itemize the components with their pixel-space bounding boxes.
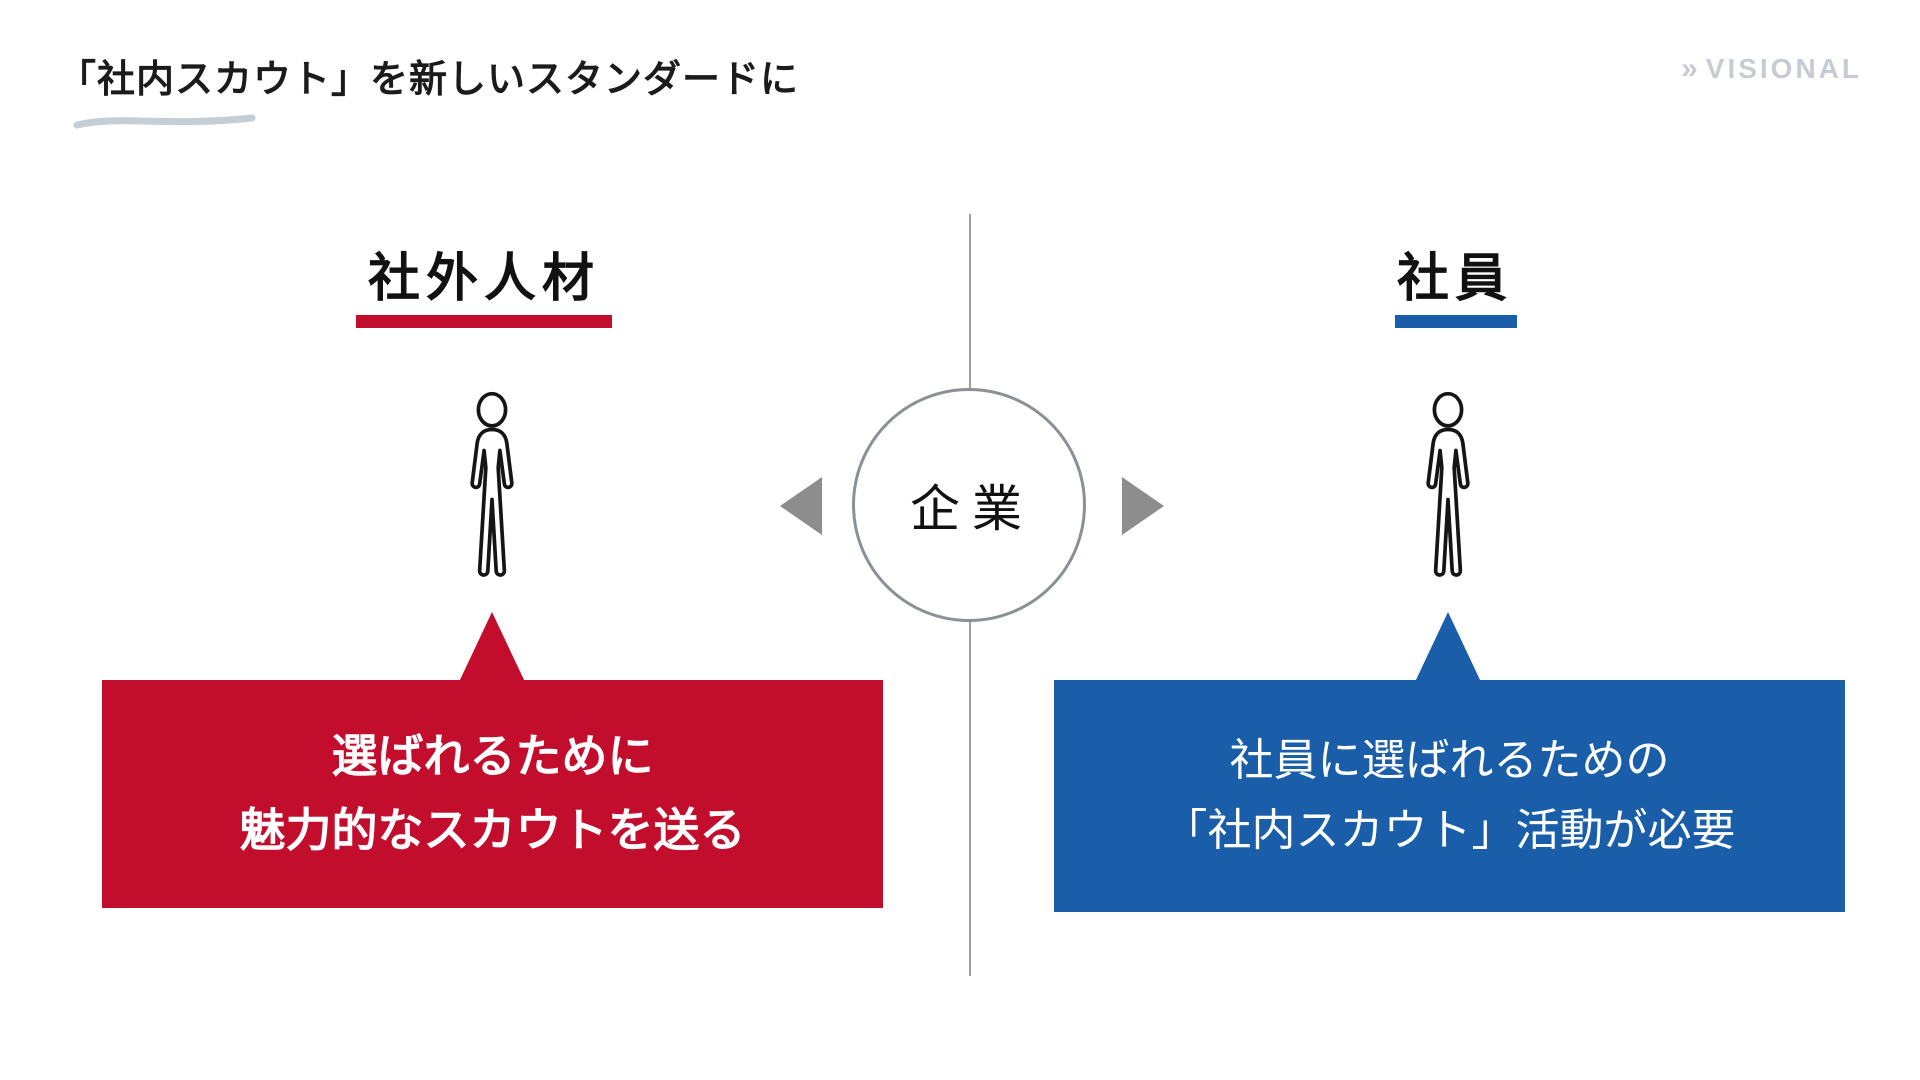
slide-title: 「社内スカウト」を新しいスタンダードに	[58, 59, 800, 101]
person-icon-employee	[1426, 391, 1470, 577]
left-bubble: 選ばれるために 魅力的なスカウトを送る	[102, 680, 883, 908]
company-label: 企業	[910, 481, 1034, 537]
right-heading-underline	[1395, 315, 1517, 328]
chevron-right-icon: »	[1681, 52, 1698, 85]
company-circle: 企業	[852, 388, 1086, 622]
right-bubble-line2: 「社内スカウト」活動が必要	[1163, 806, 1736, 855]
arrow-left-icon	[780, 477, 822, 535]
visional-logo-text: VISIONAL	[1705, 53, 1862, 84]
right-bubble-pointer	[1415, 612, 1481, 682]
left-bubble-line2: 魅力的なスカウトを送る	[239, 804, 746, 856]
left-heading: 社外人材	[367, 250, 600, 308]
person-icon-external	[470, 391, 514, 577]
arrow-right-icon	[1122, 477, 1164, 535]
right-bubble-line1: 社員に選ばれるための	[1229, 735, 1670, 785]
left-bubble-line1: 選ばれるために	[331, 730, 654, 783]
left-heading-underline	[356, 315, 612, 328]
visional-logo: » VISIONAL	[1681, 52, 1862, 86]
title-underline-scribble	[73, 114, 256, 129]
right-heading: 社員	[1396, 250, 1513, 308]
right-bubble: 社員に選ばれるための 「社内スカウト」活動が必要	[1054, 680, 1845, 912]
left-bubble-pointer	[459, 612, 525, 682]
